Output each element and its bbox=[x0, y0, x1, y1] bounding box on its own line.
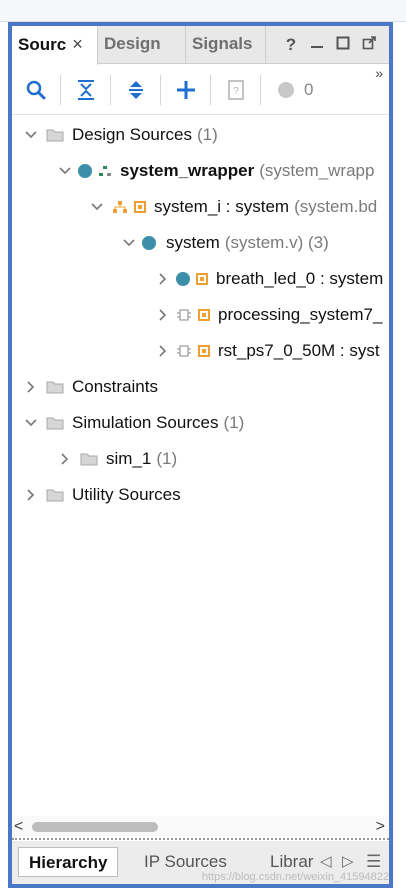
tree-label: processing_system7_ bbox=[218, 305, 383, 324]
search-icon[interactable] bbox=[22, 75, 50, 105]
collapse-all-icon[interactable] bbox=[72, 75, 100, 105]
menu-icon[interactable]: ☰ bbox=[366, 852, 382, 871]
maximize-icon[interactable] bbox=[334, 34, 352, 56]
chevron-right-icon[interactable] bbox=[22, 372, 40, 402]
toolbar-separator bbox=[260, 75, 261, 105]
tree-label: system bbox=[166, 233, 220, 252]
tab-ip-sources[interactable]: IP Sources bbox=[144, 852, 227, 871]
scrollbar-thumb[interactable] bbox=[32, 822, 158, 832]
chevron-down-icon[interactable] bbox=[22, 408, 40, 438]
chevron-right-icon[interactable] bbox=[154, 300, 172, 330]
toolbar: ? 0 » bbox=[12, 65, 389, 115]
tab-design[interactable]: Design bbox=[98, 26, 186, 64]
tree-meta: (system.v) (3) bbox=[224, 233, 329, 252]
chevron-down-icon[interactable] bbox=[88, 192, 106, 222]
source-tree: Design Sources (1) system_wrapper (syste… bbox=[12, 116, 389, 816]
ip-square-icon bbox=[198, 309, 210, 321]
chevron-down-icon[interactable] bbox=[22, 120, 40, 150]
messages-icon[interactable] bbox=[272, 75, 300, 105]
chevron-right-icon[interactable] bbox=[56, 444, 74, 474]
ip-core-icon bbox=[176, 307, 192, 323]
tab-signals-label: Signals bbox=[192, 34, 253, 53]
tree-row-sim-1[interactable]: sim_1 (1) bbox=[56, 444, 177, 474]
ip-square-icon bbox=[134, 201, 146, 213]
tree-label: Utility Sources bbox=[72, 485, 181, 504]
next-tab-icon[interactable]: ▷ bbox=[342, 853, 354, 870]
tree-row-design-sources[interactable]: Design Sources (1) bbox=[22, 120, 218, 150]
horizontal-scrollbar[interactable]: < > bbox=[12, 816, 389, 838]
bottom-tab-bar: Hierarchy IP Sources Librar ◁ ▷ ☰ https:… bbox=[12, 841, 389, 884]
svg-text:?: ? bbox=[233, 86, 239, 97]
tree-row-system-wrapper[interactable]: system_wrapper (system_wrapp bbox=[56, 156, 374, 186]
expand-all-icon[interactable] bbox=[122, 75, 150, 105]
watermark: https://blog.csdn.net/weixin_41594822 bbox=[201, 871, 389, 883]
tab-libraries[interactable]: Librar bbox=[270, 852, 314, 871]
chevron-right-icon[interactable] bbox=[154, 336, 172, 366]
tree-row-system[interactable]: system (system.v) (3) bbox=[120, 228, 329, 258]
tab-hierarchy[interactable]: Hierarchy bbox=[18, 847, 119, 877]
tree-label: sim_1 bbox=[106, 449, 152, 468]
tree-row-utility-sources[interactable]: Utility Sources bbox=[22, 480, 181, 510]
chevron-down-icon[interactable] bbox=[56, 156, 74, 186]
block-design-icon bbox=[112, 200, 128, 214]
message-count: 0 bbox=[304, 80, 314, 99]
tree-meta: (system_wrapp bbox=[259, 161, 375, 180]
module-dot-icon bbox=[176, 272, 190, 286]
top-module-dot-icon bbox=[78, 164, 92, 178]
tree-label: Constraints bbox=[72, 377, 158, 396]
folder-icon bbox=[46, 381, 64, 394]
tab-sources[interactable]: Sourc × bbox=[12, 26, 98, 65]
close-icon[interactable]: × bbox=[72, 34, 83, 54]
tree-count: (1) bbox=[156, 449, 178, 468]
chevron-down-icon[interactable] bbox=[120, 228, 138, 258]
tree-label: Simulation Sources bbox=[72, 413, 219, 432]
help-icon[interactable]: ? bbox=[285, 35, 297, 54]
tree-label: Design Sources bbox=[72, 125, 193, 144]
ip-square-icon bbox=[196, 273, 208, 285]
divider bbox=[12, 838, 389, 840]
toolbar-separator bbox=[60, 75, 61, 105]
tab-bar: Sourc × Design Signals ? bbox=[12, 26, 389, 65]
ip-core-icon bbox=[176, 343, 192, 359]
folder-icon bbox=[46, 417, 64, 430]
tree-count: (1) bbox=[197, 125, 218, 144]
scroll-left-arrow[interactable]: < bbox=[14, 818, 24, 835]
toolbar-separator bbox=[110, 75, 111, 105]
tree-row-constraints[interactable]: Constraints bbox=[22, 372, 158, 402]
tree-label: system_i : system bbox=[154, 197, 290, 216]
tree-row-system-i[interactable]: system_i : system (system.bd bbox=[88, 192, 377, 222]
chevron-right-icon[interactable] bbox=[154, 264, 172, 294]
tree-row-breath-led[interactable]: breath_led_0 : system bbox=[154, 264, 383, 294]
tab-design-label: Design bbox=[104, 34, 161, 53]
tree-row-processing-system[interactable]: processing_system7_ bbox=[154, 300, 382, 330]
sources-panel: Sourc × Design Signals ? bbox=[8, 22, 393, 888]
folder-icon bbox=[80, 453, 98, 466]
scroll-right-arrow[interactable]: > bbox=[375, 818, 385, 835]
ip-square-icon bbox=[198, 345, 210, 357]
document-icon[interactable]: ? bbox=[222, 75, 250, 105]
tab-signals[interactable]: Signals bbox=[186, 26, 266, 64]
minimize-icon[interactable] bbox=[308, 34, 326, 56]
tree-label: rst_ps7_0_50M : syst bbox=[218, 341, 380, 360]
window-top-strip bbox=[0, 0, 406, 22]
folder-icon bbox=[46, 129, 64, 142]
hierarchy-icon bbox=[98, 165, 112, 177]
tab-sources-label: Sourc bbox=[18, 35, 67, 54]
module-dot-icon bbox=[142, 236, 156, 250]
folder-icon bbox=[46, 489, 64, 502]
toolbar-separator bbox=[210, 75, 211, 105]
tree-meta: (system.bd bbox=[294, 197, 378, 216]
float-icon[interactable] bbox=[360, 34, 378, 56]
prev-tab-icon[interactable]: ◁ bbox=[320, 853, 332, 870]
tree-label: breath_led_0 : system bbox=[216, 269, 384, 288]
more-icon[interactable]: » bbox=[375, 65, 383, 81]
add-sources-icon[interactable] bbox=[172, 75, 200, 105]
tree-row-simulation-sources[interactable]: Simulation Sources (1) bbox=[22, 408, 244, 438]
toolbar-separator bbox=[160, 75, 161, 105]
tree-label: system_wrapper bbox=[120, 161, 255, 180]
tree-count: (1) bbox=[223, 413, 245, 432]
tree-row-rst-ps7[interactable]: rst_ps7_0_50M : syst bbox=[154, 336, 380, 366]
chevron-right-icon[interactable] bbox=[22, 480, 40, 510]
